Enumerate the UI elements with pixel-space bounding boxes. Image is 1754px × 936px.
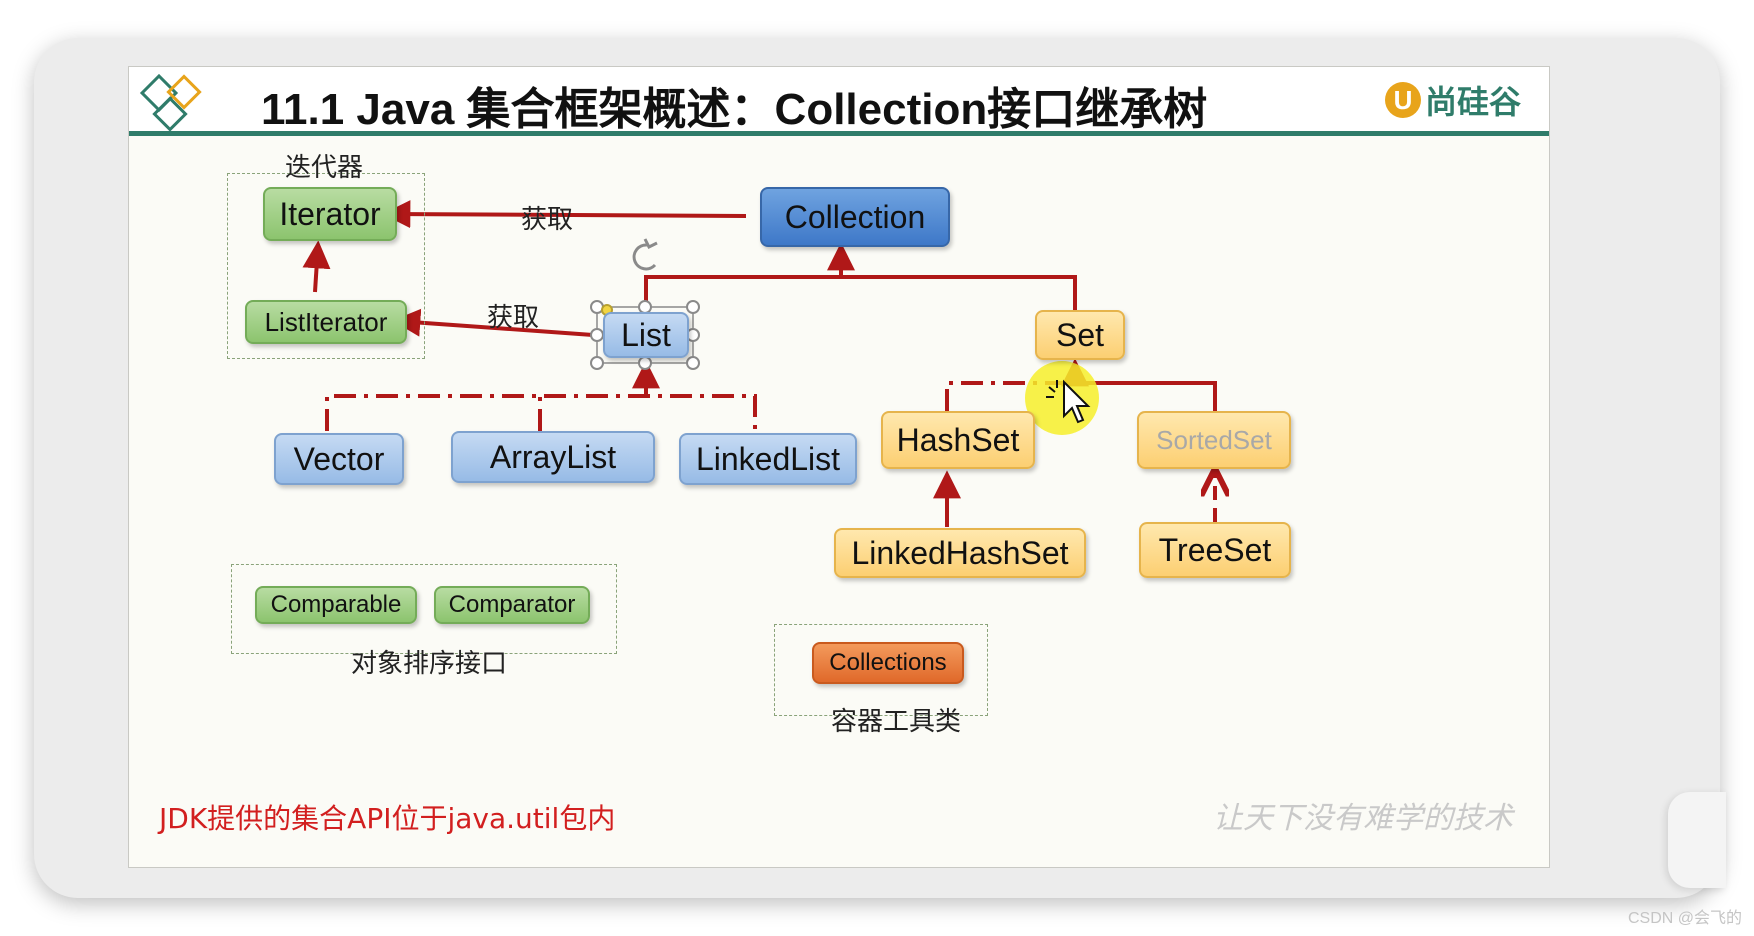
node-comparator[interactable]: Comparator <box>434 586 590 624</box>
sort-group-label: 对象排序接口 <box>351 649 508 679</box>
edge-label-get-listiterator: 获取 <box>487 303 540 333</box>
tools-group-label: 容器工具类 <box>831 707 962 737</box>
node-treeset[interactable]: TreeSet <box>1139 522 1291 578</box>
node-collection[interactable]: Collection <box>760 187 950 247</box>
brand-name: 尚硅谷 <box>1424 84 1521 120</box>
footer-note: JDK提供的集合API位于java.util包内 <box>159 802 616 835</box>
edge-impls-to-list <box>325 365 757 431</box>
tools-group <box>774 624 988 716</box>
slide-title: 11.1 Java 集合框架概述：Collection接口继承树 <box>261 85 1208 134</box>
rotate-handle-icon <box>632 238 658 271</box>
slogan: 让天下没有难学的技术 <box>1213 801 1513 836</box>
node-arraylist[interactable]: ArrayList <box>451 431 655 483</box>
node-list[interactable]: List <box>603 312 689 358</box>
edge-list-set-to-collection <box>644 247 1077 310</box>
side-widget[interactable] <box>1668 792 1726 888</box>
edge-collection-to-iterator <box>382 200 747 229</box>
edge-listiterator-to-iterator <box>302 240 331 293</box>
node-hashset[interactable]: HashSet <box>881 411 1035 469</box>
watermark: CSDN @会飞的 <box>1627 910 1742 927</box>
node-linkedhashset[interactable]: LinkedHashSet <box>834 528 1086 578</box>
brand-logo-icon: U <box>1384 82 1421 118</box>
node-linkedlist[interactable]: LinkedList <box>679 433 857 485</box>
node-listiterator[interactable]: ListIterator <box>245 300 407 344</box>
connector-layer <box>302 200 1549 527</box>
brand: U 尚硅谷 <box>1384 79 1521 121</box>
edge-label-get-iterator: 获取 <box>521 205 574 235</box>
iterator-group <box>227 173 425 359</box>
node-sortedset[interactable]: SortedSet <box>1137 411 1291 469</box>
node-collections[interactable]: Collections <box>812 642 964 684</box>
node-set[interactable]: Set <box>1035 310 1125 360</box>
node-vector[interactable]: Vector <box>274 433 404 485</box>
iterator-group-label: 迭代器 <box>285 153 364 183</box>
slide: 11.1 Java 集合框架概述：Collection接口继承树 U 尚硅谷 <box>128 66 1550 868</box>
node-iterator[interactable]: Iterator <box>263 187 397 241</box>
sort-interface-group <box>231 564 617 654</box>
title-bar: 11.1 Java 集合框架概述：Collection接口继承树 U 尚硅谷 <box>129 67 1549 136</box>
edge-hashset-to-set <box>945 381 1075 411</box>
cursor-highlight <box>1025 361 1099 435</box>
diamond-logo-icon <box>139 73 202 132</box>
node-comparable[interactable]: Comparable <box>255 586 417 624</box>
selection-handles <box>590 300 700 370</box>
edge-list-to-listiterator <box>392 308 594 337</box>
